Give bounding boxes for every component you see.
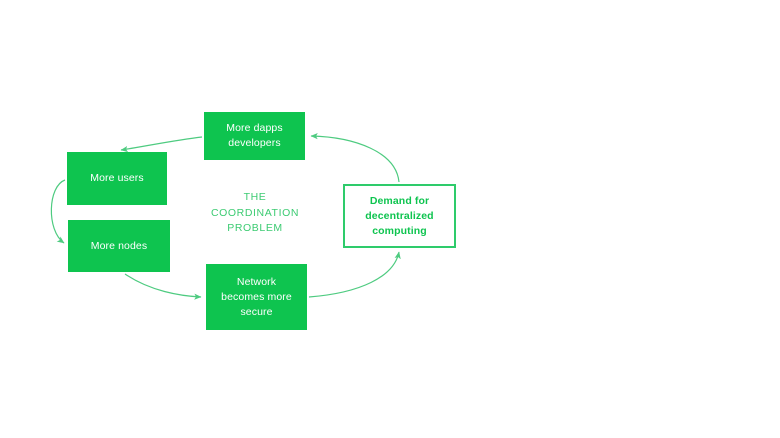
node-label: More users bbox=[90, 172, 144, 184]
node-label: More dapps developers bbox=[226, 122, 283, 149]
node-more-nodes[interactable]: More nodes bbox=[68, 220, 170, 272]
node-network-becomes-more-secure[interactable]: Network becomes more secure bbox=[206, 264, 307, 330]
edge-nodes-to-network bbox=[124, 273, 202, 300]
edge-network-to-demand bbox=[308, 251, 401, 298]
node-more-users[interactable]: More users bbox=[67, 152, 167, 205]
node-demand-for-decentralized-computing[interactable]: Demand for decentralized computing bbox=[343, 184, 456, 248]
diagram-center-caption: THE COORDINATION PROBLEM bbox=[210, 191, 300, 234]
edge-dapps-to-users bbox=[120, 136, 203, 153]
edge-users-to-nodes bbox=[50, 179, 66, 244]
node-more-dapps-developers[interactable]: More dapps developers bbox=[204, 112, 305, 160]
node-label: Demand for decentralized computing bbox=[365, 194, 434, 237]
node-label: Network becomes more secure bbox=[221, 275, 292, 318]
edge-demand-to-dapps bbox=[310, 133, 400, 183]
node-label: More nodes bbox=[90, 239, 148, 252]
